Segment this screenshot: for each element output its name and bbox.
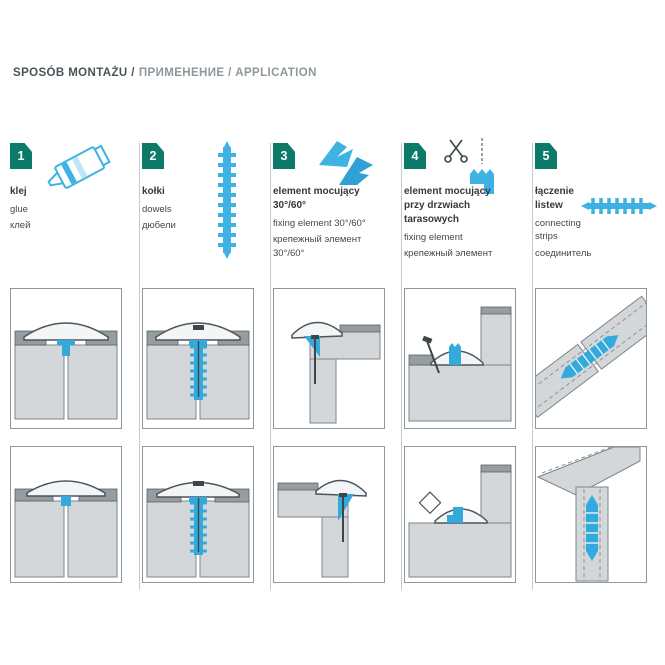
labels-fixing-element: element mocujący 30°/60° fixing element … [273, 185, 379, 263]
labels-dowels: kołki dowels дюбели [142, 185, 248, 236]
glue-tube-icon [42, 139, 120, 202]
column-glue: 1 klej glue клей [8, 143, 139, 590]
diagram-fixing-30-top [273, 288, 385, 429]
diagram-connect-angle-bottom [535, 446, 647, 583]
label-ru: крепежный элемент 30°/60° [273, 234, 362, 259]
step-badge-3: 3 [273, 143, 295, 169]
step-badge-5: 5 [535, 143, 557, 169]
diagram-glue-bottom [10, 446, 122, 583]
column-fixing-element: 3 element mocujący 30°/60° fixing elemen… [270, 141, 401, 590]
label-en: connecting strips [535, 218, 581, 243]
diagram-terrace-bottom [404, 446, 516, 583]
label-en: glue [10, 204, 28, 215]
label-pl: łączenie listew [535, 186, 574, 211]
terrace-door-fixing-icon [440, 138, 502, 201]
label-ru: дюбели [142, 220, 176, 232]
connecting-strip-icon [581, 195, 657, 222]
label-pl: element mocujący 30°/60° [273, 186, 360, 211]
labels-glue: klej glue клей [10, 185, 116, 236]
scissors-icon [444, 139, 468, 163]
title-polish: SPOSÓB MONTAŻU / [13, 67, 135, 79]
label-pl: klej [10, 186, 27, 197]
diagram-glue-top [10, 288, 122, 429]
label-ru: клей [10, 220, 31, 232]
diagram-dowel-top [142, 288, 254, 429]
labels-connecting-strips: łączenie listew connecting strips соедин… [535, 185, 601, 263]
label-en: fixing element [404, 232, 463, 243]
application-columns: 1 klej glue клей [8, 138, 663, 590]
label-en: dowels [142, 204, 172, 215]
column-terrace-fixing: 4 element mocujący przy drzwiach tarasow… [401, 138, 532, 590]
fixing-element-30-60-icon [317, 139, 375, 192]
step-badge-1: 1 [10, 143, 32, 169]
label-pl: kołki [142, 186, 165, 197]
title-translations: ПРИМЕНЕНИЕ / APPLICATION [138, 67, 317, 79]
step-badge-4: 4 [404, 143, 426, 169]
diagram-terrace-top [404, 288, 516, 429]
column-dowels: 2 kołki dowels дюбели [139, 141, 270, 590]
step-badge-2: 2 [142, 143, 164, 169]
labels-terrace-fixing: element mocujący przy drzwiach tarasowyc… [404, 185, 510, 264]
diagram-connect-straight-top [535, 288, 647, 429]
page-title: SPOSÓB MONTAŻU /ПРИМЕНЕНИЕ / APPLICATION [13, 67, 317, 79]
label-ru: соединитель [535, 247, 592, 259]
label-pl: element mocujący przy drzwiach tarasowyc… [404, 186, 491, 225]
label-ru: крепежный элемент [404, 248, 493, 260]
label-en: fixing element 30°/60° [273, 218, 366, 229]
dowel-icon [214, 141, 240, 264]
column-connecting-strips: 5 łączenie listew connecting strips соед… [532, 143, 663, 590]
diagram-fixing-60-bottom [273, 446, 385, 583]
diagram-dowel-bottom [142, 446, 254, 583]
